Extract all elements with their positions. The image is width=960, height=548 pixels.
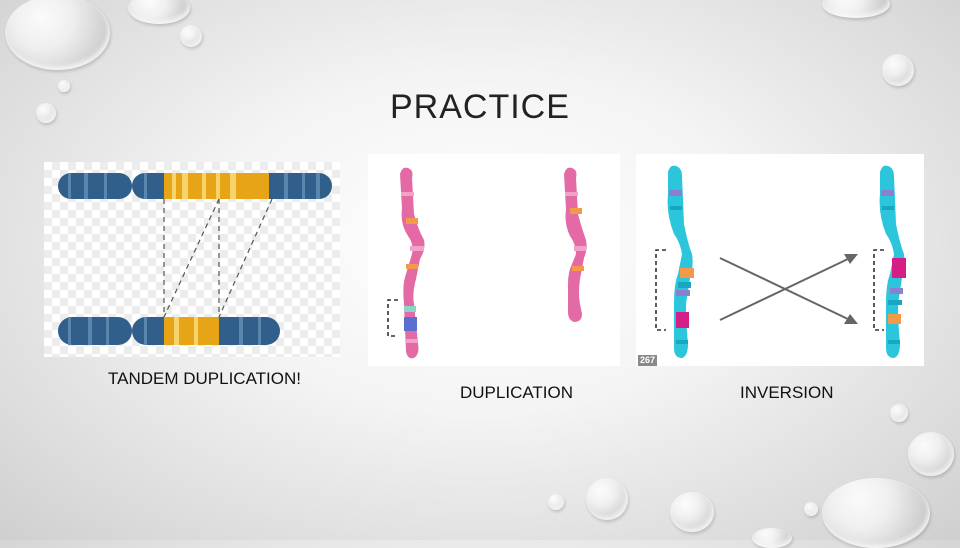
- chromosome-bottom: [58, 317, 280, 345]
- figure-number: 267: [638, 355, 658, 366]
- chromosome-right: [879, 165, 906, 358]
- bracket-icon: [873, 249, 884, 331]
- water-drop-decoration: [5, 0, 110, 70]
- water-drop-decoration: [58, 80, 70, 92]
- water-drop-decoration: [586, 478, 628, 520]
- water-drop-decoration: [180, 25, 202, 47]
- caption-duplication: DUPLICATION: [460, 383, 574, 402]
- inversion-diagram: [636, 154, 924, 366]
- tandem-duplication-diagram: [44, 162, 340, 357]
- chromosome-right: [564, 167, 587, 322]
- caption-inversion: INVERSION: [740, 383, 834, 402]
- water-drop-decoration: [882, 54, 914, 86]
- bracket-icon: [387, 299, 398, 337]
- water-drop-decoration: [890, 404, 908, 422]
- water-drop-decoration: [548, 494, 564, 510]
- crossing-arrows-icon: [719, 254, 858, 324]
- water-drop-decoration: [670, 492, 714, 532]
- water-drop-decoration: [908, 432, 954, 476]
- chromosome-top: [58, 173, 332, 199]
- water-drop-decoration: [822, 478, 930, 548]
- water-drop-decoration: [128, 0, 190, 24]
- bracket-icon: [655, 249, 666, 331]
- caption-tandem-duplication: TANDEM DUPLICATION!: [108, 369, 301, 388]
- water-drop-decoration: [822, 0, 890, 18]
- chromosome-left: [400, 167, 425, 359]
- chromosome-left: [667, 165, 694, 358]
- water-drop-decoration: [752, 528, 792, 548]
- water-drop-decoration: [804, 502, 818, 516]
- water-drop-decoration: [36, 103, 56, 123]
- duplication-diagram: [368, 154, 620, 366]
- slide-title: PRACTICE: [390, 88, 570, 126]
- dashed-mapping-lines: [163, 198, 273, 318]
